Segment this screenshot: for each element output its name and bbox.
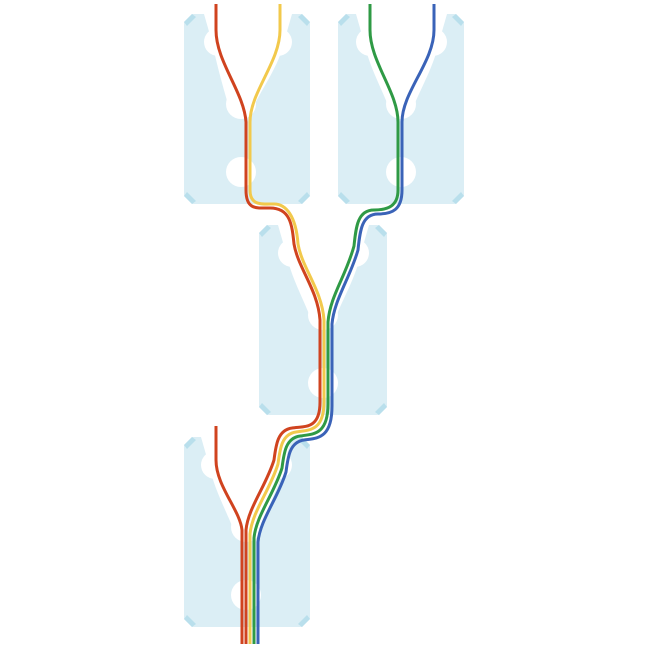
wire-yellow-tail <box>248 401 326 644</box>
panel-corner <box>259 403 271 415</box>
panel-corner <box>375 225 387 237</box>
panel-corner <box>298 192 310 204</box>
panel-corner <box>338 192 350 204</box>
panel-corner <box>298 615 310 627</box>
panel-corner <box>184 192 196 204</box>
panel-corner <box>298 14 310 26</box>
panel-corner <box>452 14 464 26</box>
wire-red-top-tail <box>244 401 322 644</box>
wire-green-tail <box>252 403 330 644</box>
panel-corner <box>452 192 464 204</box>
panel-corner <box>338 14 350 26</box>
wire-green <box>326 4 400 404</box>
panel-corner <box>184 615 196 627</box>
panel-corner <box>375 403 387 415</box>
wire-blue <box>330 4 436 406</box>
panel-corner <box>184 14 196 26</box>
wire-layer <box>214 4 436 644</box>
panel-corner <box>184 437 196 449</box>
wire-red-top <box>214 4 322 402</box>
wire-yellow <box>248 4 326 402</box>
panel-corner <box>259 225 271 237</box>
wire-blue-tail <box>256 405 334 644</box>
wire-red-bottom <box>214 426 244 644</box>
